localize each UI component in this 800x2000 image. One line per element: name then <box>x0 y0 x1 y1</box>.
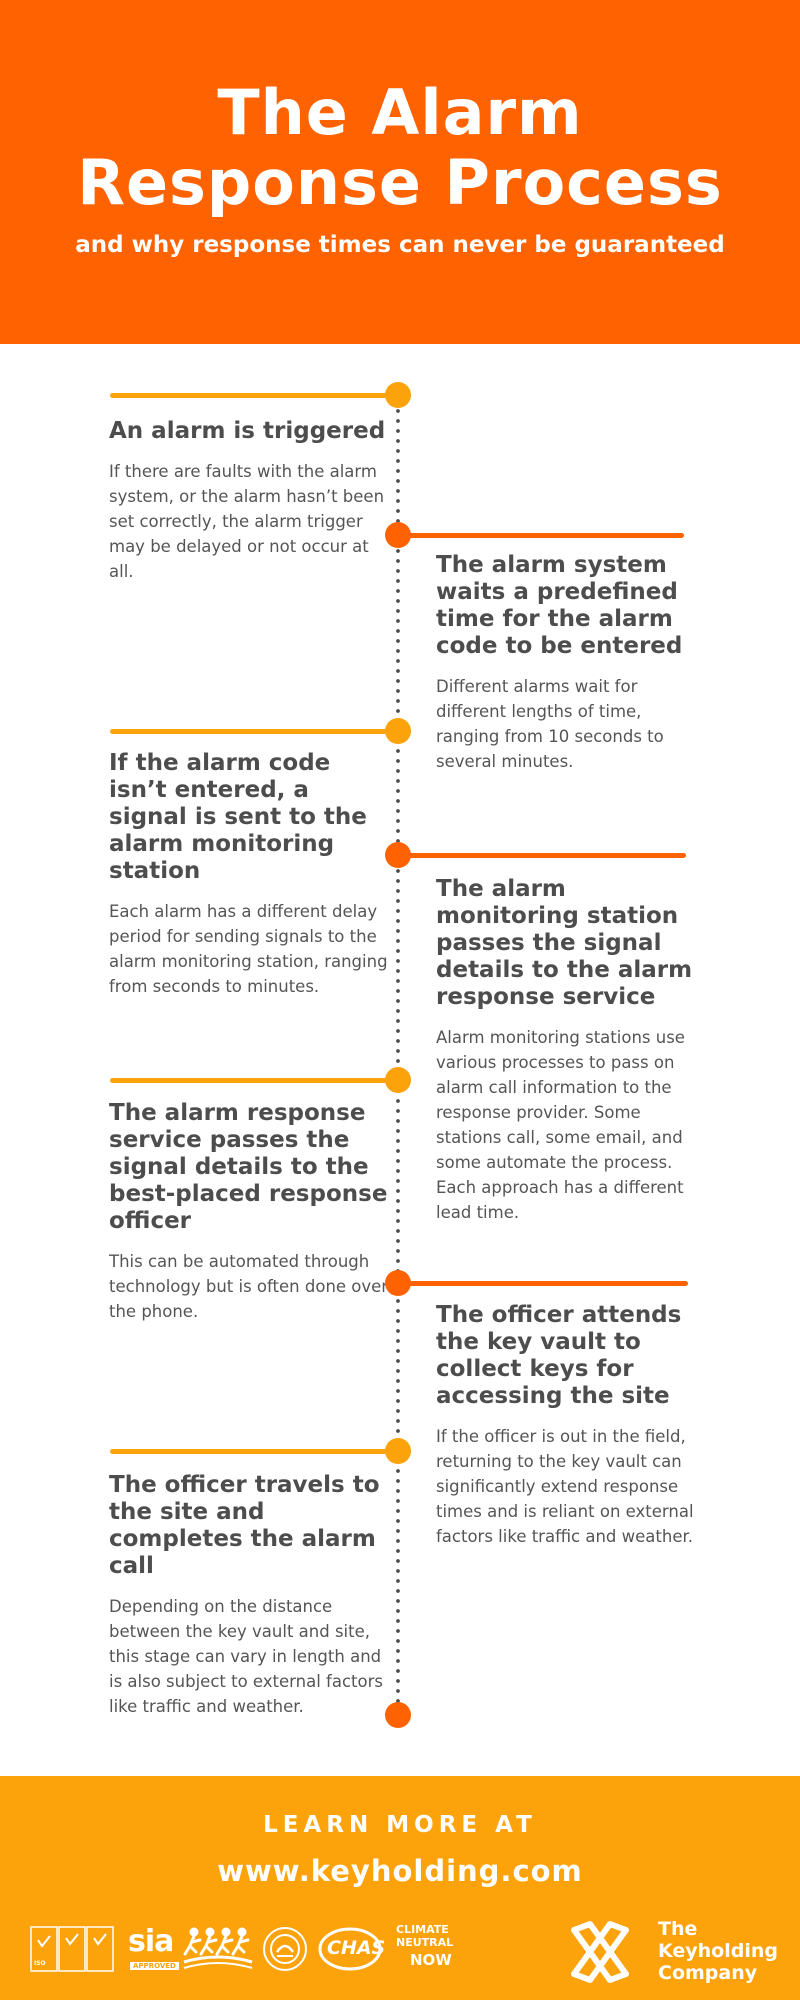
step-5-body: This can be automated through technology… <box>109 1252 389 1321</box>
brand-mark-icon <box>568 1920 632 1984</box>
climate-neutral-line-2: NEUTRAL <box>396 1936 454 1949</box>
step-7: The officer travels to the site and comp… <box>109 1472 399 1719</box>
step-5-title: The alarm response service passes the si… <box>109 1100 388 1234</box>
step-5-marker <box>385 1067 411 1093</box>
brand-name-line-1: The <box>658 1918 698 1940</box>
step-6-body: If the officer is out in the field, retu… <box>436 1427 694 1546</box>
learn-more-label: LEARN MORE AT <box>263 1812 537 1838</box>
page-title-line-2: Response Process <box>77 146 723 219</box>
step-7-body: Depending on the distance between the ke… <box>109 1597 383 1716</box>
step-7-title: The officer travels to the site and comp… <box>109 1472 380 1579</box>
circular-accreditation-icon <box>262 1926 308 1972</box>
brand-name-line-3: Company <box>658 1962 758 1984</box>
step-4-marker <box>385 842 411 868</box>
step-2-marker <box>385 522 411 548</box>
step-6-connector <box>398 1281 688 1286</box>
sia-approved-label: APPROVED <box>130 1962 179 1970</box>
step-4-title: The alarm monitoring station passes the … <box>436 876 693 1010</box>
process-timeline: An alarm is triggered If there are fault… <box>0 344 800 1776</box>
step-1-title: An alarm is triggered <box>109 418 386 444</box>
accreditation-logos: ISO sia APPROVED <box>30 1922 470 1978</box>
climate-neutral-line-1: CLIMATE <box>396 1923 449 1936</box>
iso-certification-icon <box>30 1926 114 1972</box>
climate-neutral-line-3: NOW <box>410 1951 452 1969</box>
step-1-connector <box>110 393 400 398</box>
step-1-body: If there are faults with the alarm syste… <box>109 462 385 581</box>
step-5: The alarm response service passes the si… <box>109 1100 394 1324</box>
header-banner: The Alarm Response Process and why respo… <box>0 0 800 344</box>
chas-logo <box>318 1926 382 1972</box>
brand-name-line-2: Keyholding <box>658 1940 778 1962</box>
running-figures-logo-icon <box>182 1922 254 1974</box>
step-7-marker <box>385 1438 411 1464</box>
iso-label: ISO <box>34 1960 46 1967</box>
timeline-spine <box>396 396 400 1716</box>
step-2-body: Different alarms wait for different leng… <box>436 677 664 771</box>
step-3-title: If the alarm code isn’t entered, a signa… <box>109 750 367 884</box>
brand-name: The Keyholding Company <box>658 1918 778 1984</box>
sia-logo: sia <box>128 1924 174 1959</box>
keyholding-brand: The Keyholding Company <box>568 1918 778 1988</box>
step-6-title: The officer attends the key vault to col… <box>436 1302 682 1409</box>
step-3-connector <box>110 729 400 734</box>
page-title: The Alarm Response Process <box>0 78 800 218</box>
website-link[interactable]: www.keyholding.com <box>217 1854 583 1888</box>
step-3-marker <box>385 718 411 744</box>
step-1-marker <box>385 382 411 408</box>
page-title-line-1: The Alarm <box>217 76 583 149</box>
step-6: The officer attends the key vault to col… <box>436 1302 716 1549</box>
step-4-connector <box>398 853 686 858</box>
step-3-body: Each alarm has a different delay period … <box>109 902 388 996</box>
step-2: The alarm system waits a predefined time… <box>436 552 706 774</box>
chas-label: CHAS <box>327 1937 386 1959</box>
step-5-connector <box>110 1078 400 1083</box>
footer-banner: LEARN MORE AT www.keyholding.com ISO sia… <box>0 1776 800 2000</box>
step-2-title: The alarm system waits a predefined time… <box>436 552 683 659</box>
page-subtitle: and why response times can never be guar… <box>75 232 725 258</box>
step-3: If the alarm code isn’t entered, a signa… <box>109 750 394 999</box>
step-6-marker <box>385 1270 411 1296</box>
step-7-connector <box>110 1449 400 1454</box>
step-1: An alarm is triggered If there are fault… <box>109 418 394 584</box>
step-4-body: Alarm monitoring stations use various pr… <box>436 1028 685 1222</box>
timeline-end-marker <box>385 1702 411 1728</box>
step-2-connector <box>398 533 684 538</box>
step-4: The alarm monitoring station passes the … <box>436 876 711 1225</box>
